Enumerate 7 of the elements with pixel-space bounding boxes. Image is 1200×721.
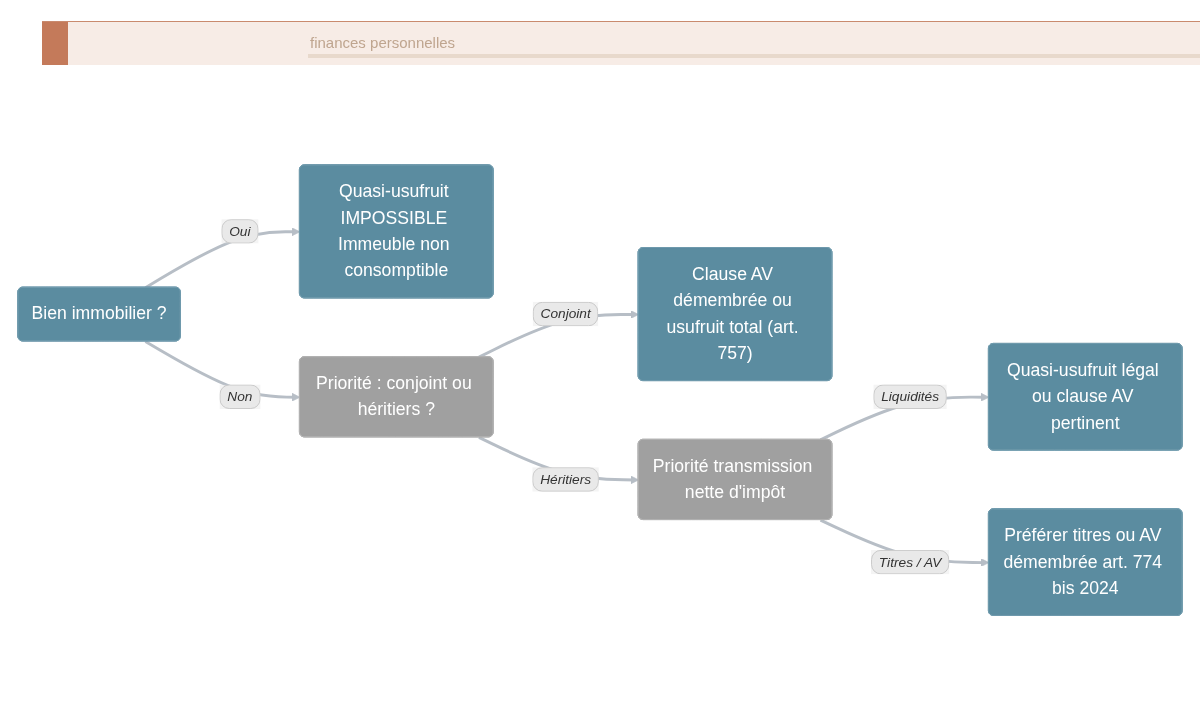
- tagline-text: finances personnelles: [310, 34, 456, 51]
- edge-label: Héritiers: [540, 470, 592, 487]
- edge-label: Conjoint: [540, 305, 591, 322]
- edge-label: Titres / AV: [878, 553, 942, 570]
- edge-label: Non: [227, 388, 253, 404]
- edge-label: Oui: [229, 222, 251, 239]
- edge-label: Liquidités: [881, 388, 940, 404]
